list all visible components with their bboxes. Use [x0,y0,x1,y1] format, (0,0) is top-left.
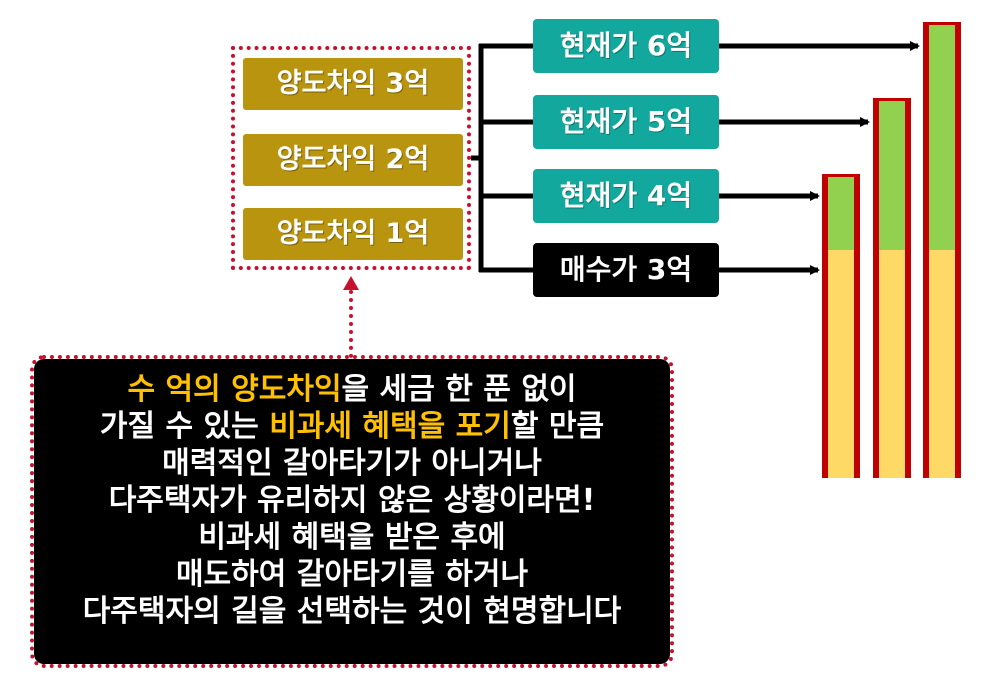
explanation-callout: 수 억의 양도차익을 세금 한 푼 없이 가질 수 있는 비과세 혜택을 포기할… [30,355,674,668]
current-price-6-box: 현재가 6억 [533,19,719,73]
current-price-4-box: 현재가 4억 [533,169,719,223]
callout-line-2: 가질 수 있는 비과세 혜택을 포기할 만큼 [99,409,605,444]
bar-5 [873,98,911,478]
bar-6 [923,22,961,478]
callout-line-3: 매력적인 갈아타기가 아니거나 [162,446,542,481]
bar-5-gain [879,101,905,250]
callout-line-6: 매도하여 갈아타기를 하거나 [175,557,529,592]
dotted-pointer [349,290,353,358]
gain-3-box: 양도차익 3억 [243,58,463,110]
dotted-pointer-head [343,276,359,290]
callout-line-4: 다주택자가 유리하지 않은 상황이라면! [108,483,596,518]
bar-4-gain [828,177,854,250]
bar-5-base [879,250,905,478]
gain-1-box: 양도차익 1억 [243,208,463,260]
gain-2-box: 양도차익 2억 [243,134,463,186]
current-price-5-box: 현재가 5억 [533,95,719,149]
callout-line-5: 비과세 혜택을 받은 후에 [198,520,506,555]
callout-line-7: 다주택자의 길을 선택하는 것이 현명합니다 [82,594,622,629]
purchase-price-3-box: 매수가 3억 [533,243,719,297]
bar-4-base [828,250,854,478]
bar-6-gain [929,25,955,250]
callout-line-1: 수 억의 양도차익을 세금 한 푼 없이 [127,372,577,407]
bar-4 [822,174,860,478]
bar-6-base [929,250,955,478]
capital-gains-group: 양도차익 3억 양도차익 2억 양도차익 1억 [231,46,471,270]
